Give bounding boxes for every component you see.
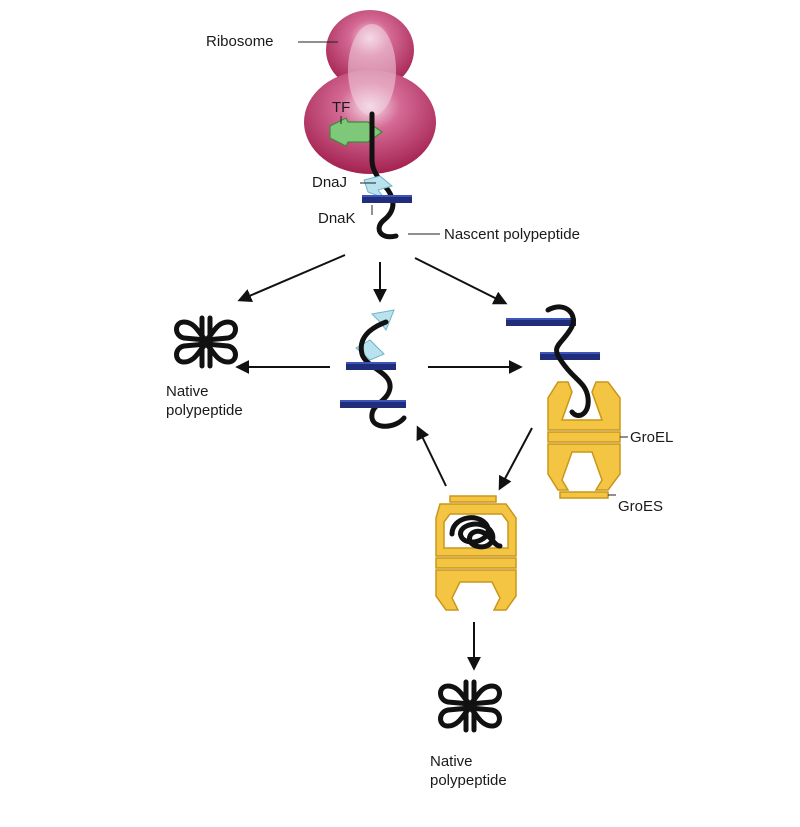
arrow-to-right — [414, 257, 508, 305]
nascent-chain — [369, 111, 399, 240]
dnaj-label: DnaJ — [312, 174, 348, 191]
clover-fold-icon — [438, 679, 502, 733]
tangled-chain-icon — [449, 515, 503, 550]
groes-label: GroES — [618, 498, 664, 515]
native-polypeptide-label-bottom: Native polypeptide — [430, 753, 507, 789]
nascent-polypeptide-label: Nascent polypeptide — [444, 226, 580, 243]
groel-label: GroEL — [630, 429, 674, 446]
dnak-dnaj-complex — [340, 309, 407, 429]
clover-fold-icon — [174, 315, 238, 369]
trigger-factor — [329, 117, 384, 147]
dnaj-top — [363, 175, 394, 200]
groel-complex — [506, 304, 621, 499]
groel-groes-cage — [435, 495, 517, 611]
arrow-groel-to-bottom — [498, 427, 533, 491]
arrow-to-native-left — [237, 254, 346, 303]
tf-label: TF — [332, 99, 351, 116]
native-polypeptide-label-left: Native polypeptide — [166, 383, 243, 419]
arrow-bottom-to-center — [416, 425, 447, 487]
dnak-top — [362, 195, 412, 203]
dnak-label: DnaK — [318, 210, 356, 227]
ribosome-label: Ribosome — [206, 33, 274, 50]
